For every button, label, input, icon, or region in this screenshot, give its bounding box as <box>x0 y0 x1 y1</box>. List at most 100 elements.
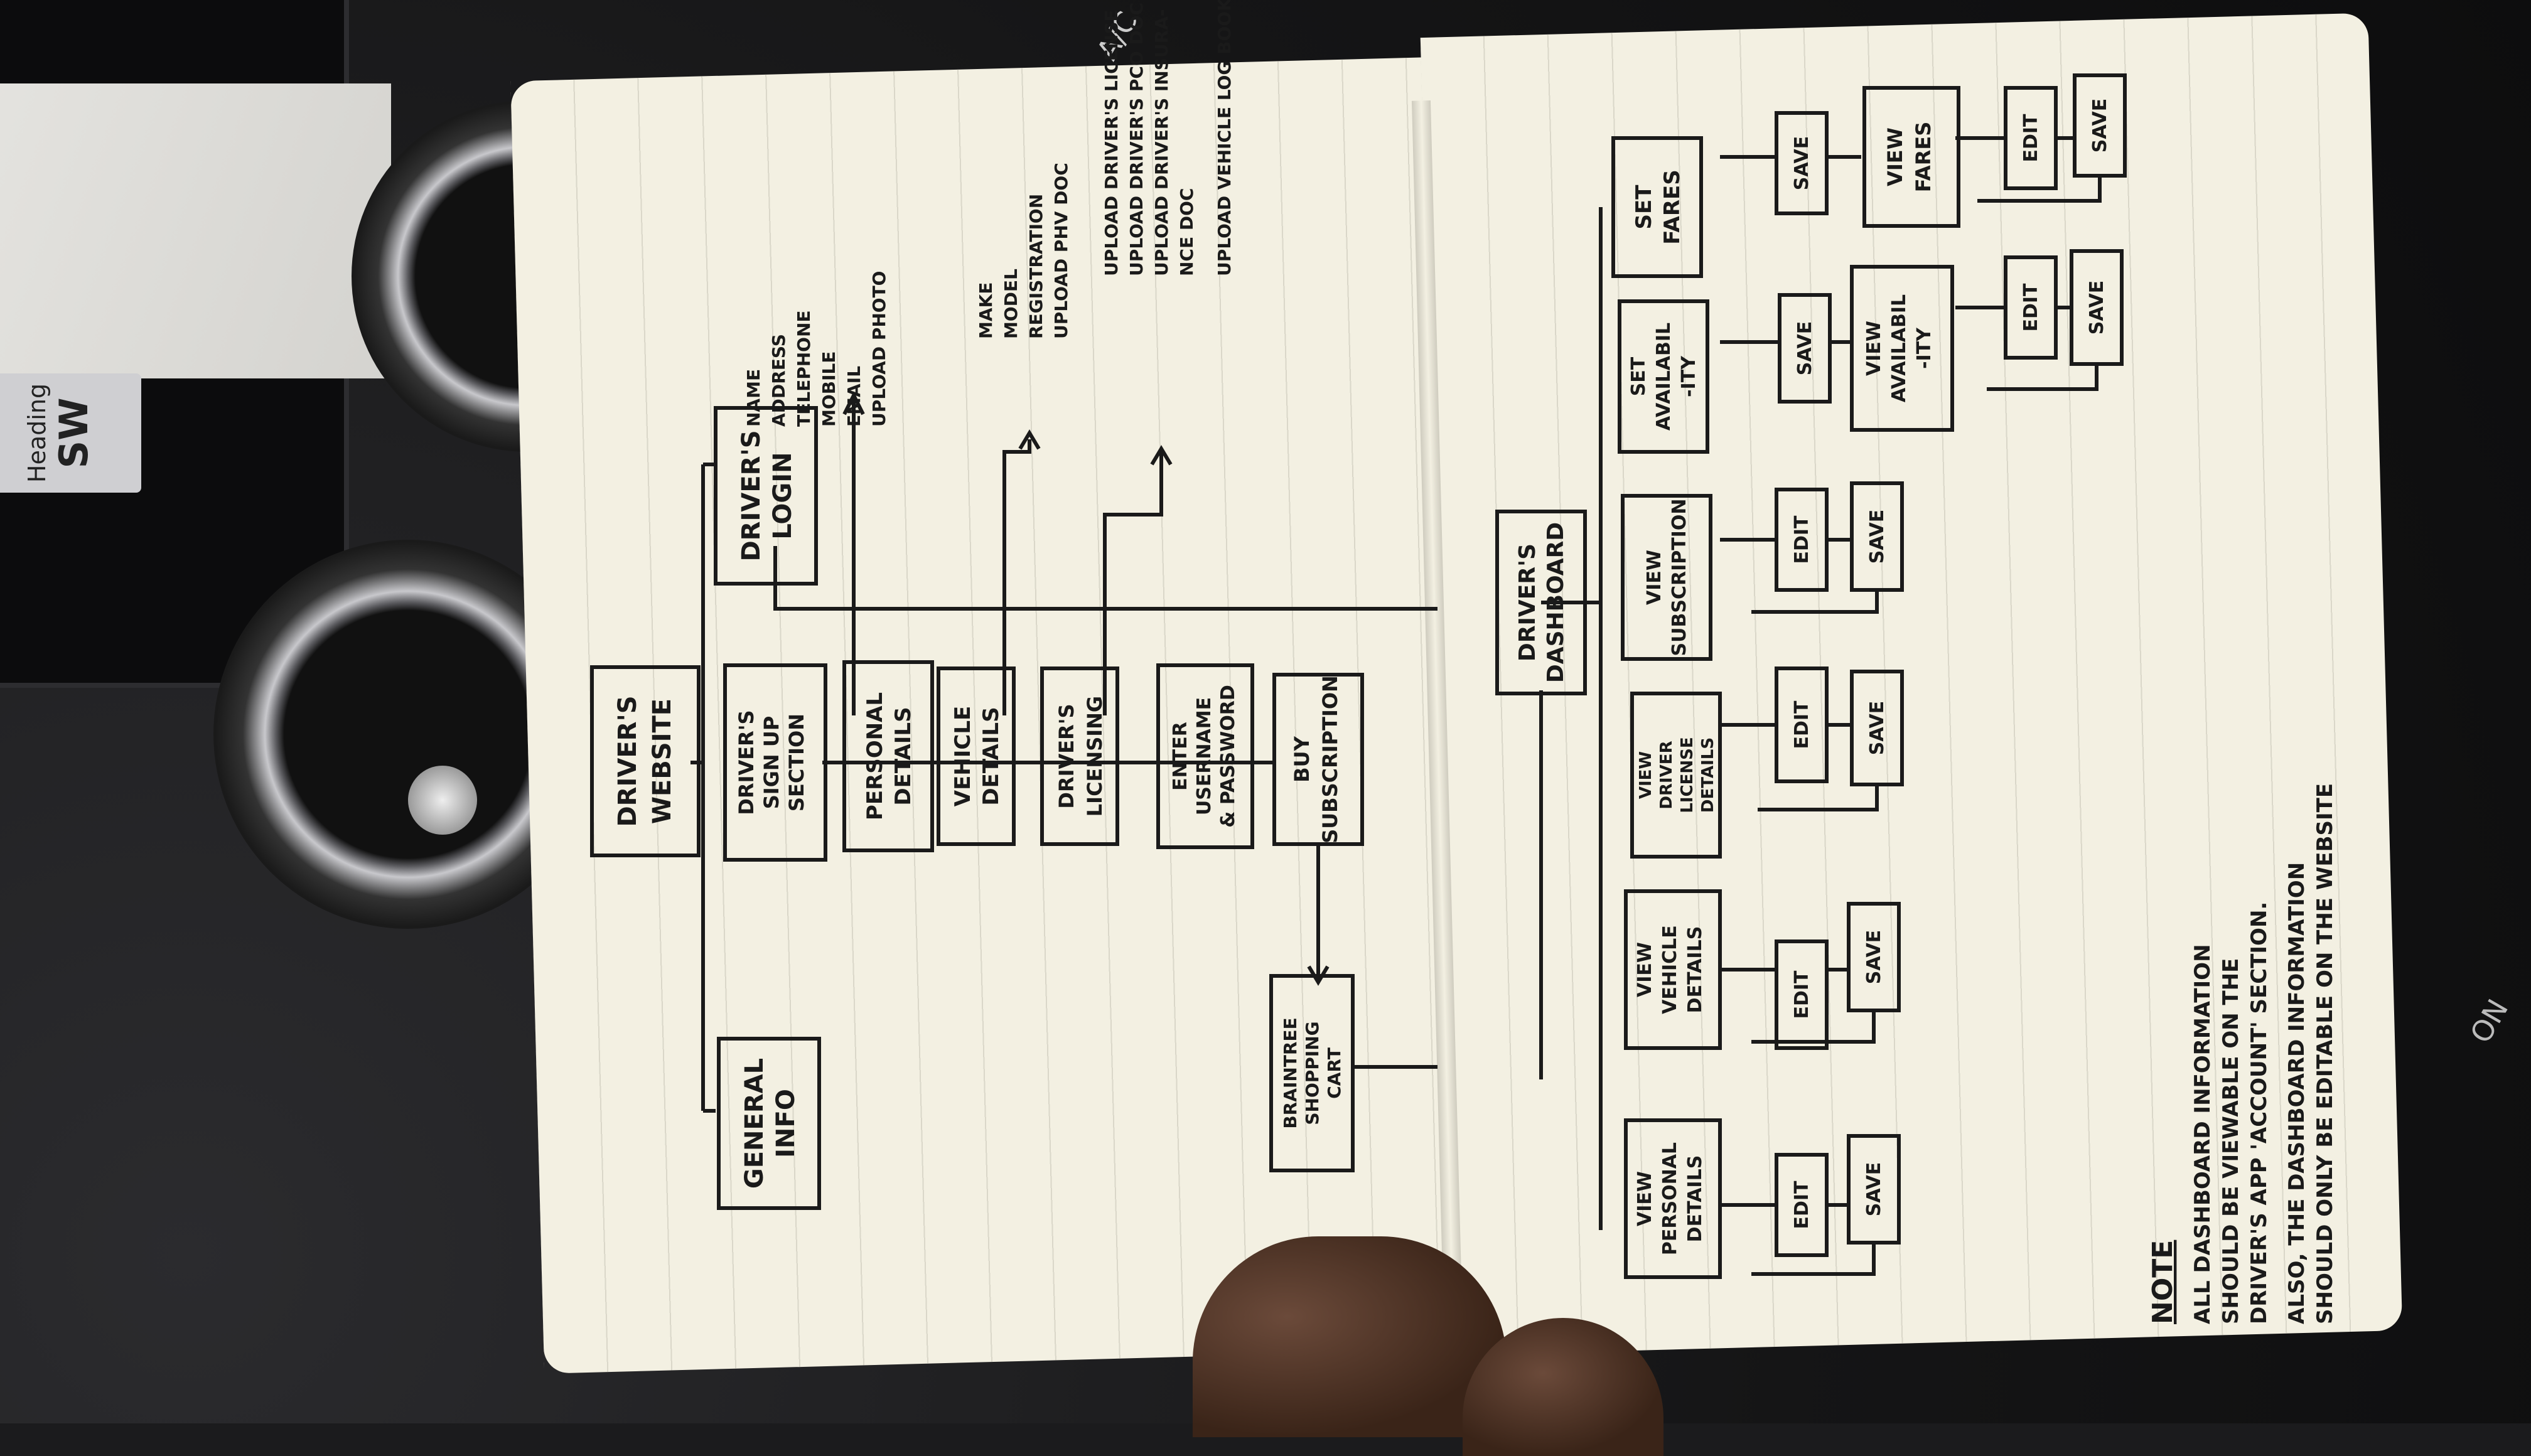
general-info-line2: INFO <box>771 1089 800 1158</box>
drivers-login-line2: LOGIN <box>768 452 797 539</box>
licensing-line2: LICENSING <box>1083 696 1107 816</box>
buy-subscription-line1: BUY <box>1290 736 1314 782</box>
view-vehicle-line2: VEHICLE <box>1659 925 1681 1014</box>
edit-label: EDIT <box>1791 970 1813 1019</box>
braintree-cart-box <box>1269 974 1355 1172</box>
save-label: SAVE <box>1866 510 1888 564</box>
dashboard-to-views-line <box>1539 207 1603 1230</box>
drivers-website-line2: WEBSITE <box>648 699 677 824</box>
braintree-line2: SHOPPING <box>1302 1021 1323 1125</box>
personal-field-1: NAME <box>743 369 764 427</box>
view-fares-line1: VIEW <box>1883 127 1907 186</box>
note-line1: ALL DASHBOARD INFORMATION <box>2190 944 2215 1324</box>
set-fares-line2: FARES <box>1660 169 1685 245</box>
personal-details-line1: PERSONAL <box>862 692 888 820</box>
vehicle-field-3: REGISTRATION <box>1026 194 1046 339</box>
note-title: NOTE <box>2147 1240 2179 1324</box>
set-fares-line1: SET <box>1631 185 1657 230</box>
vehicle-field-2: MODEL <box>1001 269 1021 339</box>
drivers-website-box <box>590 665 701 857</box>
sign-up-line3: SECTION <box>785 714 809 811</box>
licensing-field-2: UPLOAD DRIVER'S PCO DOC <box>1126 3 1147 276</box>
subscription-to-cart-arrow <box>1307 844 1330 986</box>
licensing-field-4: NCE DOC <box>1176 188 1197 276</box>
personal-field-2: ADDRESS <box>768 334 789 427</box>
note-line4: ALSO, THE DASHBOARD INFORMATION <box>2284 862 2309 1324</box>
drivers-login-line1: DRIVER'S <box>737 430 766 561</box>
save-label: SAVE <box>2089 99 2111 153</box>
vent-knob <box>408 766 477 835</box>
save-label: SAVE <box>1794 321 1816 376</box>
note-line2: SHOULD BE VIEWABLE ON THE <box>2218 958 2244 1324</box>
fares-flow: SAVE VIEW FARES EDIT SAVE <box>1720 73 2127 228</box>
set-availability-line3: -ITY <box>1678 355 1700 397</box>
vehicle-details-box <box>937 666 1016 846</box>
general-info-line1: GENERAL <box>740 1058 769 1189</box>
save-label: SAVE <box>1863 930 1885 985</box>
set-availability-line2: AVAILABIL <box>1653 323 1675 431</box>
username-line1: ENTER <box>1169 722 1191 791</box>
website-to-tree-line <box>691 463 716 1113</box>
general-info-box <box>717 1037 821 1210</box>
edit-label: EDIT <box>1791 1180 1813 1229</box>
dashboard-line1: DRIVER'S <box>1515 543 1540 661</box>
save-label: SAVE <box>1791 136 1813 191</box>
drivers-login-box <box>714 406 818 586</box>
save-label: SAVE <box>1866 701 1888 756</box>
vehicle-fields-arrow <box>1002 429 1041 715</box>
view-personal-line1: VIEW <box>1634 1171 1656 1226</box>
view-subscription-line1: VIEW <box>1643 550 1665 605</box>
personal-details-box <box>842 660 934 852</box>
edit-label: EDIT <box>1791 515 1813 564</box>
availability-flow: SAVE VIEW AVAILABIL -ITY EDIT SAVE <box>1720 249 2124 432</box>
view-vehicle-line3: DETAILS <box>1684 926 1706 1014</box>
set-fares-box <box>1611 136 1703 278</box>
view-license-line3: LICENSE <box>1678 737 1697 813</box>
licensing-fields-arrow <box>1103 445 1173 715</box>
personal-fields-arrow <box>842 391 865 715</box>
edit-label: EDIT <box>1791 700 1813 749</box>
personal-field-4: MOBILE <box>819 351 839 427</box>
sign-up-line2: SIGN UP <box>760 716 783 810</box>
personal-details-line2: DETAILS <box>891 707 916 805</box>
save-label: SAVE <box>1863 1162 1885 1217</box>
view-subscription-box <box>1621 494 1712 661</box>
view-personal-line2: PERSONAL <box>1659 1142 1681 1255</box>
view-availability-line2: AVAILABIL <box>1888 294 1910 402</box>
view-vehicle-line1: VIEW <box>1634 942 1656 997</box>
view-availability-line1: VIEW <box>1863 321 1885 376</box>
buy-subscription-line2: SUBSCRIPTION <box>1318 675 1342 843</box>
view-license-box <box>1630 692 1722 859</box>
edit-save-personal: EDIT SAVE <box>1720 1134 1901 1276</box>
edit-label: EDIT <box>2020 283 2042 332</box>
personal-field-6: UPLOAD PHOTO <box>869 271 889 427</box>
note-line5: SHOULD ONLY BE EDITABLE ON THE WEBSITE <box>2313 783 2338 1324</box>
licensing-field-5: UPLOAD VEHICLE LOG BOOK <box>1214 0 1235 276</box>
enter-username-box <box>1156 663 1254 849</box>
view-license-line1: VIEW <box>1636 751 1655 799</box>
vehicle-details-line2: DETAILS <box>979 707 1004 805</box>
vehicle-field-4: UPLOAD PHV DOC <box>1051 163 1072 339</box>
edit-save-license: EDIT SAVE <box>1720 666 1904 811</box>
view-license-line2: DRIVER <box>1657 741 1676 809</box>
personal-field-3: TELEPHONE <box>793 310 814 427</box>
view-availability-line3: -ITY <box>1913 327 1935 369</box>
view-subscription-line2: SUBSCRIPTION <box>1669 499 1690 656</box>
flowchart: DRIVER'S WEBSITE DRIVER'S LOGIN GENERAL … <box>0 0 2531 1423</box>
view-license-line4: DETAILS <box>1699 737 1717 813</box>
edit-save-vehicle: EDIT SAVE <box>1720 902 1901 1050</box>
username-line3: & PASSWORD <box>1217 685 1239 828</box>
set-availability-box <box>1618 299 1709 454</box>
view-personal-line3: DETAILS <box>1684 1155 1706 1243</box>
sign-up-line1: DRIVER'S <box>734 710 758 815</box>
set-availability-line1: SET <box>1628 356 1650 396</box>
infotainment-screen <box>0 0 391 688</box>
note-line3: DRIVER'S APP 'ACCOUNT' SECTION. <box>2247 902 2272 1324</box>
braintree-line3: CART <box>1324 1047 1345 1099</box>
licensing-field-1: UPLOAD DRIVER'S LICENSE <box>1101 9 1122 276</box>
login-to-dashboard-line <box>773 546 1437 611</box>
view-personal-box <box>1624 1118 1722 1279</box>
username-line2: USERNAME <box>1193 697 1215 815</box>
licensing-field-3: UPLOAD DRIVER'S INSURA- <box>1151 9 1172 276</box>
licensing-line1: DRIVER'S <box>1055 704 1078 808</box>
